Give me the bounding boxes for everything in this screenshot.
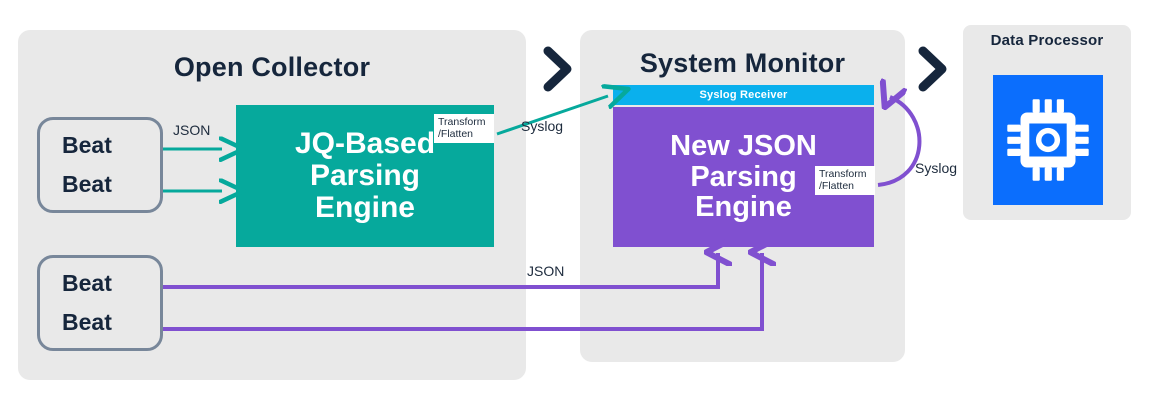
badge-line-1: Transform <box>438 116 486 128</box>
beat-label: Beat <box>62 171 112 197</box>
connector-beat3-to-new-engine <box>163 253 718 289</box>
system-monitor-title: System Monitor <box>639 48 846 78</box>
new-engine-line-2: Parsing <box>690 160 797 193</box>
badge-line-2: /Flatten <box>438 127 474 140</box>
beat-group-bottom[interactable]: Beat Beat <box>37 255 163 351</box>
jq-transform-flatten-badge: Transform /Flatten <box>434 114 494 143</box>
cpu-chip-icon <box>1007 99 1089 181</box>
chevron-right-icon-two <box>918 46 947 92</box>
edge-label-json-top: JSON <box>173 122 211 138</box>
open-collector-title: Open Collector <box>173 52 371 82</box>
badge-line-1: Transform <box>819 168 867 180</box>
new-engine-line-3: Engine <box>695 191 792 224</box>
edge-label-json-bottom: JSON <box>527 263 565 279</box>
jq-engine-line-2: Parsing <box>309 159 421 193</box>
data-processor-icon-tile[interactable] <box>993 75 1103 205</box>
badge-line-2: /Flatten <box>819 179 855 192</box>
beat-label: Beat <box>62 270 112 296</box>
beat-label: Beat <box>62 309 112 335</box>
chevron-right-icon-one <box>543 46 572 92</box>
data-processor-title: Data Processor <box>990 32 1104 49</box>
connector-loopback-syslog <box>877 97 922 187</box>
new-engine-transform-flatten-badge: Transform /Flatten <box>815 166 875 195</box>
edge-label-syslog-top: Syslog <box>521 118 564 134</box>
jq-engine-line-1: JQ-Based <box>294 127 436 161</box>
jq-parsing-engine[interactable]: JQ-Based Parsing Engine <box>236 105 494 247</box>
beat-label: Beat <box>62 132 112 158</box>
syslog-receiver-bar[interactable]: Syslog Receiver <box>613 85 874 105</box>
syslog-receiver-label: Syslog Receiver <box>699 89 788 101</box>
jq-engine-line-3: Engine <box>314 190 415 224</box>
new-json-parsing-engine[interactable]: New JSON Parsing Engine <box>613 107 874 247</box>
connector-beat4-to-new-engine <box>163 253 762 331</box>
connector-jq-to-syslog-receiver <box>496 96 608 136</box>
new-engine-line-1: New JSON <box>670 129 817 162</box>
beat-group-top[interactable]: Beat Beat <box>37 117 163 213</box>
edge-label-syslog-loopback: Syslog <box>915 160 958 176</box>
